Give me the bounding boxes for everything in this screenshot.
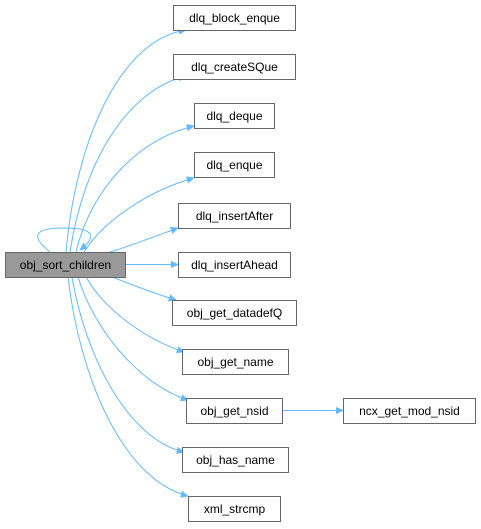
node-box — [186, 398, 283, 424]
edge-obj_sort_children-to-dlq_deque — [75, 126, 194, 253]
node-label: obj_get_nsid — [200, 404, 268, 418]
node-label: dlq_deque — [206, 109, 262, 123]
node-dlq_block_enque[interactable]: dlq_block_enque — [173, 5, 296, 31]
node-label: dlq_createSQue — [191, 60, 278, 74]
node-label: dlq_enque — [206, 158, 262, 172]
node-obj_sort_children[interactable]: obj_sort_children — [5, 252, 126, 278]
node-box — [343, 398, 476, 424]
node-dlq_createSQue[interactable]: dlq_createSQue — [173, 54, 296, 80]
node-box — [173, 54, 296, 80]
node-box — [188, 496, 281, 522]
node-box — [182, 349, 289, 375]
edge-obj_sort_children-to-dlq_block_enque — [65, 30, 186, 253]
edge-obj_sort_children-to-obj_get_nsid — [77, 276, 188, 400]
node-box — [173, 5, 296, 31]
edge-obj_sort_children-to-obj_has_name — [71, 276, 184, 452]
node-dlq_enque[interactable]: dlq_enque — [194, 152, 275, 178]
node-box — [182, 447, 289, 473]
node-label: obj_has_name — [196, 453, 275, 467]
node-xml_strcmp[interactable]: xml_strcmp — [188, 496, 281, 522]
node-dlq_insertAhead[interactable]: dlq_insertAhead — [178, 252, 291, 278]
node-obj_get_datadefQ[interactable]: obj_get_datadefQ — [172, 300, 297, 326]
edges-layer — [37, 30, 343, 496]
node-label: dlq_block_enque — [189, 11, 280, 25]
node-label: dlq_insertAfter — [196, 209, 273, 223]
node-box — [178, 203, 291, 229]
edge-obj_sort_children-to-xml_strcmp — [67, 276, 188, 496]
node-obj_has_name[interactable]: obj_has_name — [182, 447, 289, 473]
node-box — [178, 252, 291, 278]
edge-obj_sort_children-to-dlq_createSQue — [69, 76, 186, 253]
node-label: obj_get_datadefQ — [187, 306, 282, 320]
node-label: obj_get_name — [197, 355, 273, 369]
node-label: xml_strcmp — [204, 502, 266, 516]
node-label: ncx_get_mod_nsid — [359, 404, 460, 418]
edge-obj_sort_children-to-dlq_insertAfter — [109, 228, 178, 253]
edge-obj_sort_children-to-obj_get_name — [85, 276, 184, 352]
node-label: dlq_insertAhead — [191, 258, 278, 272]
edge-obj_sort_children-to-obj_get_datadefQ — [111, 276, 176, 300]
node-obj_get_name[interactable]: obj_get_name — [182, 349, 289, 375]
edge-obj_sort_children-to-dlq_enque — [83, 178, 194, 253]
node-box — [194, 103, 275, 129]
nodes-layer: obj_sort_children dlq_block_enque dlq_crea… — [5, 5, 476, 522]
edge-obj_sort_children-to-obj_sort_children — [37, 227, 92, 253]
node-box — [5, 252, 126, 278]
node-box — [194, 152, 275, 178]
node-box — [172, 300, 297, 326]
node-ncx_get_mod_nsid[interactable]: ncx_get_mod_nsid — [343, 398, 476, 424]
node-label: obj_sort_children — [20, 258, 111, 272]
node-dlq_deque[interactable]: dlq_deque — [194, 103, 275, 129]
node-dlq_insertAfter[interactable]: dlq_insertAfter — [178, 203, 291, 229]
node-obj_get_nsid[interactable]: obj_get_nsid — [186, 398, 283, 424]
